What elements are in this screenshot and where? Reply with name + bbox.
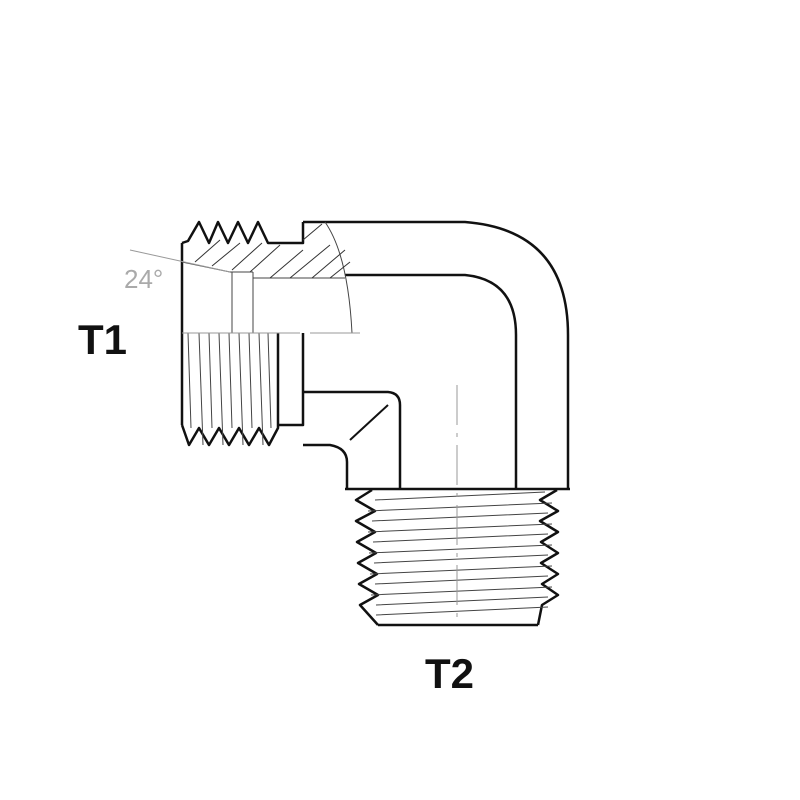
t2-right-thread [536, 488, 560, 626]
bore-lines [231, 272, 345, 333]
t1-bottom-thread [180, 333, 280, 447]
t1-thread-lines [187, 332, 272, 446]
port-t1-label: T1 [78, 316, 128, 363]
t1-shoulder [278, 222, 305, 427]
cone-angle-label: 24° [124, 264, 164, 294]
t2-thread-lines [367, 491, 553, 616]
body-outer [303, 220, 570, 489]
lower-elbow [303, 390, 402, 489]
body-inner [345, 273, 518, 489]
cone-arc [324, 221, 353, 334]
hatching [194, 223, 351, 279]
lower-elbow-mark [349, 404, 389, 441]
t1-top-thread [181, 220, 278, 245]
angle-leader [129, 249, 231, 273]
port-t2-label: T2 [425, 650, 475, 697]
